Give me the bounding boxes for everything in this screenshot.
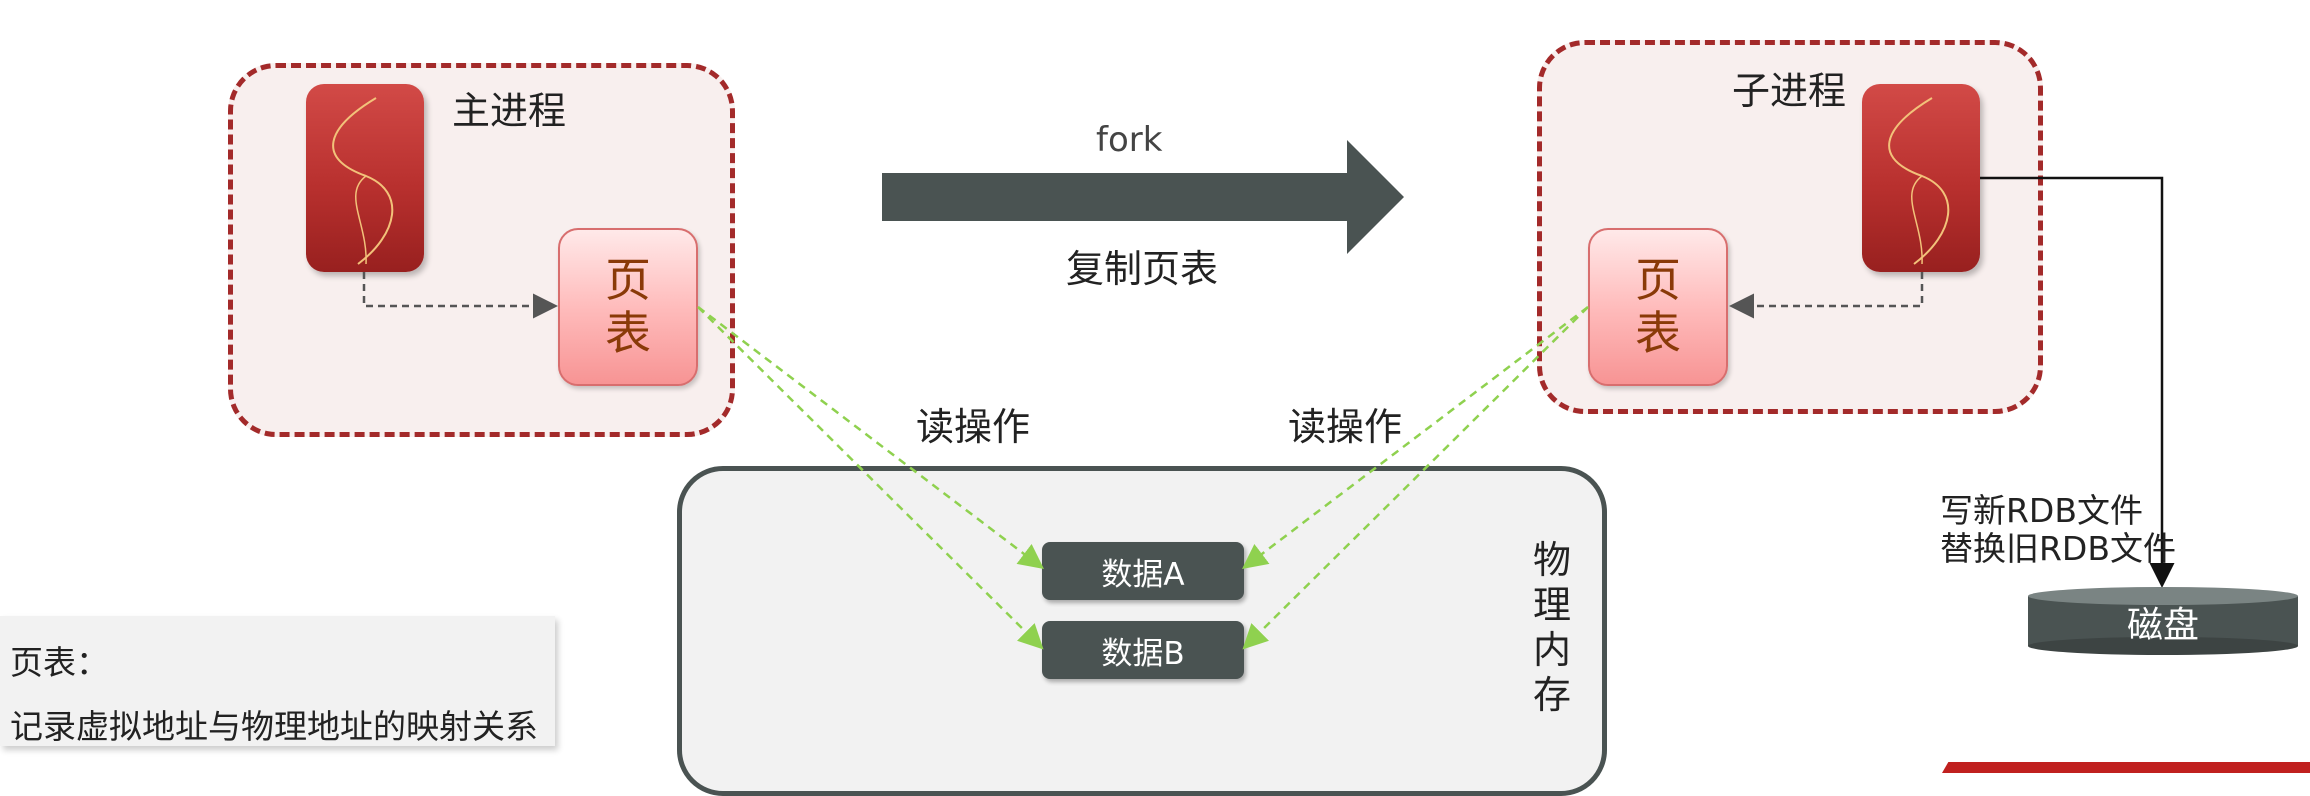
physical-memory-label: 物 理 内 存: [1530, 538, 1574, 718]
main-page-table-char-2: 表: [605, 306, 651, 360]
child-thread-icon: [1862, 84, 1980, 272]
disk-label: 磁盘: [2126, 605, 2199, 646]
main-read-line-a: [697, 306, 1044, 570]
memory-label-char-1: 物: [1532, 538, 1571, 582]
replace-old-rdb-label: 替换旧RDB文件: [1940, 529, 2176, 568]
data-block-a: 数据A: [1042, 542, 1244, 600]
child-read-line-b: [1242, 306, 1589, 650]
main-thread-icon: [306, 84, 424, 272]
diagram-connectors: [362, 140, 2298, 655]
fork-label: fork: [1096, 120, 1163, 160]
main-page-table-char-1: 页: [605, 253, 651, 308]
note-title: 页表：: [10, 643, 109, 682]
child-process-title: 子进程: [1732, 69, 1847, 113]
copy-page-table-label: 复制页表: [1066, 247, 1219, 291]
disk-icon: [2028, 587, 2298, 655]
child-page-table-char-2: 表: [1635, 306, 1681, 360]
main-thread-to-table-arrow: [362, 272, 558, 319]
main-read-line-b: [697, 306, 1044, 650]
child-read-line-a: [1242, 306, 1589, 570]
main-process-title: 主进程: [452, 89, 567, 133]
data-block-b: 数据B: [1042, 621, 1244, 679]
memory-label-char-2: 理: [1532, 583, 1571, 627]
read-op-label-right: 读操作: [1288, 405, 1403, 449]
write-new-rdb-label: 写新RDB文件: [1940, 491, 2143, 530]
child-to-disk-arrow: [1980, 176, 2175, 588]
child-page-table-char-1: 页: [1635, 253, 1681, 308]
memory-label-char-4: 存: [1532, 673, 1571, 717]
note-body: 记录虚拟地址与物理地址的映射关系: [10, 707, 538, 746]
child-page-table: 页 表: [1588, 228, 1728, 386]
read-op-label-left: 读操作: [916, 405, 1031, 449]
page-table-note: 页表： 记录虚拟地址与物理地址的映射关系: [0, 616, 555, 746]
child-thread-to-table-arrow: [1729, 272, 1924, 319]
main-page-table: 页 表: [558, 228, 698, 386]
corner-accent-bar: [1942, 762, 2310, 773]
fork-arrow: [882, 140, 1404, 254]
memory-label-char-3: 内: [1532, 628, 1571, 672]
